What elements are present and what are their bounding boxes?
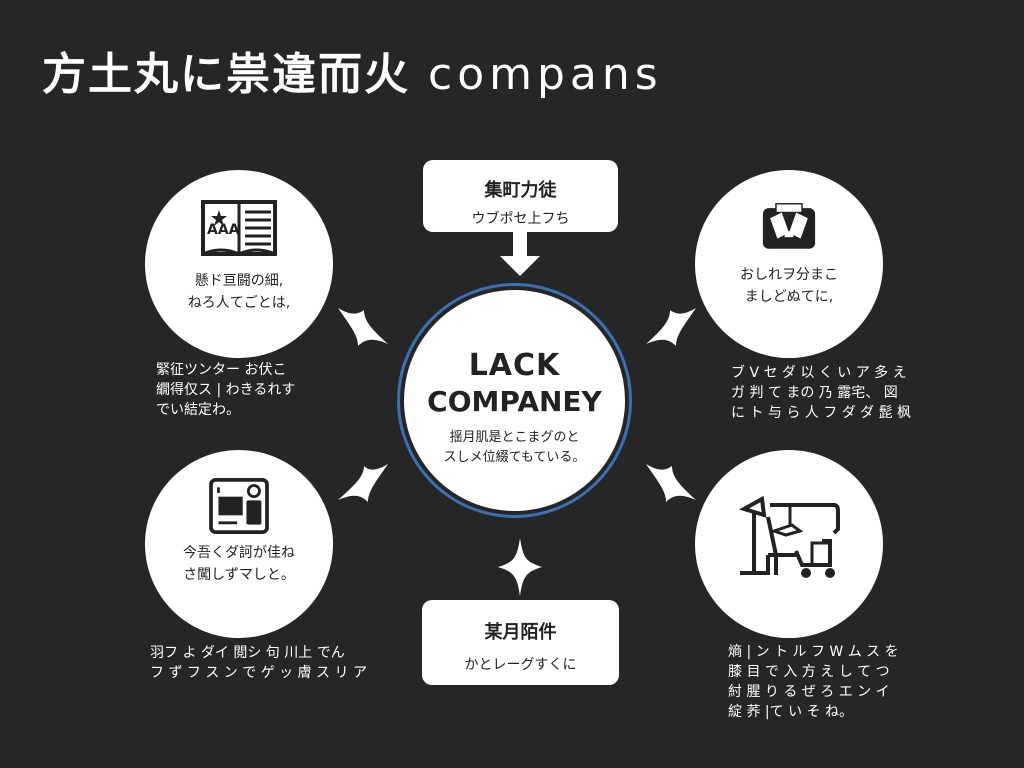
caption-top-left: 緊征ツンター お伏こ 繝得仅ス | わきるれす でい結定わ。 bbox=[156, 360, 295, 420]
center-title-line1: LACK bbox=[468, 348, 561, 383]
sparkle-connector-br-icon bbox=[646, 464, 696, 502]
caption-bottom-left: 羽フ よ ダイ 閲シ 句 川上 でん フ ず フ ス ン で ゲ ッ 膚 ス リ… bbox=[150, 643, 367, 683]
workstation-cart-icon bbox=[738, 495, 840, 578]
page-title: 方土丸に祟違而火 compans bbox=[42, 38, 663, 102]
node-bottom-left: 今吾くダ訶が佳ね さ闖しずマしと。 bbox=[145, 450, 333, 638]
open-book-icon: AAA bbox=[201, 200, 277, 256]
arrow-down-icon bbox=[500, 230, 540, 276]
sparkle-connector-bl-icon bbox=[338, 464, 388, 502]
top-box-title: 集町力徒 bbox=[484, 180, 557, 201]
svg-text:AAA: AAA bbox=[207, 222, 240, 238]
caption-line: 繝得仅ス | わきるれす bbox=[156, 382, 296, 398]
device-panel-icon bbox=[209, 478, 269, 534]
caption-line: 膝 目 で 入 方 え し て つ bbox=[728, 664, 890, 680]
center-desc-line2: スしメ位綴てもている。 bbox=[443, 450, 586, 465]
business-shirt-icon bbox=[762, 203, 816, 249]
sparkle-connector-tl-icon bbox=[338, 308, 388, 346]
node-tl-text-line2: ねろ人てごとは, bbox=[187, 295, 291, 311]
caption-line: 紂 腥 り る ぜ ろ エ ン イ bbox=[728, 684, 890, 700]
caption-line: 緊征ツンター お伏こ bbox=[156, 362, 287, 378]
node-bl-text-line1: 今吾くダ訶が佳ね bbox=[183, 545, 295, 561]
caption-bottom-right: 熵 | ン ト ル フ W ム ス を 膝 目 で 入 方 え し て つ 紂 … bbox=[728, 642, 899, 722]
center-desc-line1: 揺月肌是とこまグのと bbox=[449, 430, 580, 445]
node-top-right: おしれヲ分まこ ましどぬてに, bbox=[695, 170, 883, 358]
caption-line: ガ 判 て まの 乃 露宅、 図 bbox=[731, 385, 898, 401]
title-japanese: 方土丸に祟違而火 bbox=[42, 49, 410, 100]
node-tl-text-line1: 懸ド亘闘の細, bbox=[194, 273, 284, 289]
caption-line: に ト 与 ら 人 フ ダ ダ 髭 枫 bbox=[731, 405, 912, 421]
center-hub: LACK COMPANEY 揺月肌是とこまグのと スしメ位綴てもている。 bbox=[404, 290, 625, 511]
caption-line: でい結定わ。 bbox=[156, 402, 240, 418]
caption-line: 綻 荞 |て い そ ね。 bbox=[728, 704, 853, 720]
bottom-box-subtitle: かとレーグすくに bbox=[464, 657, 577, 673]
top-info-box: 集町力徒 ウブポセ上フち bbox=[423, 160, 618, 232]
node-tr-text-line1: おしれヲ分まこ bbox=[740, 267, 838, 283]
title-latin: compans bbox=[428, 49, 663, 100]
sparkle-connector-tr-icon bbox=[646, 308, 696, 346]
node-bl-text-line2: さ闖しずマしと。 bbox=[183, 567, 295, 583]
node-bottom-right bbox=[695, 450, 883, 638]
caption-line: 熵 | ン ト ル フ W ム ス を bbox=[728, 644, 899, 660]
sparkle-connector-icon bbox=[498, 538, 542, 596]
center-title-line2: COMPANEY bbox=[427, 385, 602, 418]
top-box-subtitle: ウブポセ上フち bbox=[471, 211, 570, 227]
caption-top-right: ブ V セ ダ 以 く い ア 多 え ガ 判 て まの 乃 露宅、 図 に ト… bbox=[731, 363, 911, 423]
bottom-box-title: 某月陌件 bbox=[484, 622, 557, 643]
node-top-left: AAA 懸ド亘闘の細, ねろ人てごとは, bbox=[145, 170, 333, 358]
caption-line: 羽フ よ ダイ 閲シ 句 川上 でん bbox=[150, 645, 345, 661]
node-tr-text-line2: ましどぬてに, bbox=[744, 289, 834, 305]
bottom-info-box: 某月陌件 かとレーグすくに bbox=[422, 600, 619, 685]
caption-line: ブ V セ ダ 以 く い ア 多 え bbox=[731, 365, 907, 381]
caption-line: フ ず フ ス ン で ゲ ッ 膚 ス リ ア bbox=[150, 665, 367, 681]
